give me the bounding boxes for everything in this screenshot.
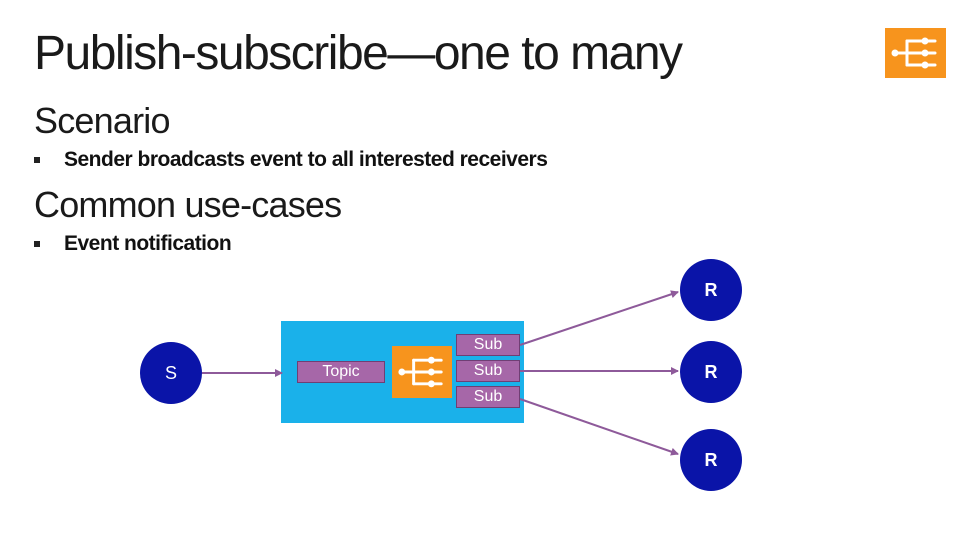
receiver-node: R [680,341,742,403]
page-title: Publish-subscribe—one to many [34,27,683,80]
section-heading-scenario: Scenario [34,100,170,141]
arrow-sub-receiver-1 [519,290,679,346]
receiver-label: R [704,279,718,300]
bullet-text: Sender broadcasts event to all intereste… [64,148,548,171]
subscription-label: Sub [473,362,503,379]
subscription-label: Sub [473,388,503,405]
subscription-box: Sub [456,360,520,382]
topic-box: Topic [297,361,385,383]
topic-icon [885,28,946,78]
bullet-marker [34,241,40,247]
bullet-item: Sender broadcasts event to all intereste… [34,148,548,172]
receiver-node: R [680,429,742,491]
bullet-marker [34,157,40,163]
subscription-box: Sub [456,334,520,356]
sender-node: S [140,342,202,404]
subscription-label: Sub [473,336,503,353]
topic-icon [392,346,452,398]
bullet-text: Event notification [64,232,232,255]
bullet-item: Event notification [34,232,232,256]
topic-label: Topic [322,363,360,380]
sender-label: S [164,362,177,383]
arrow-sub-receiver-3 [519,398,679,456]
receiver-label: R [704,361,718,382]
receiver-node: R [680,259,742,321]
receiver-label: R [704,449,718,470]
subscription-box: Sub [456,386,520,408]
section-heading-use-cases: Common use-cases [34,184,342,225]
